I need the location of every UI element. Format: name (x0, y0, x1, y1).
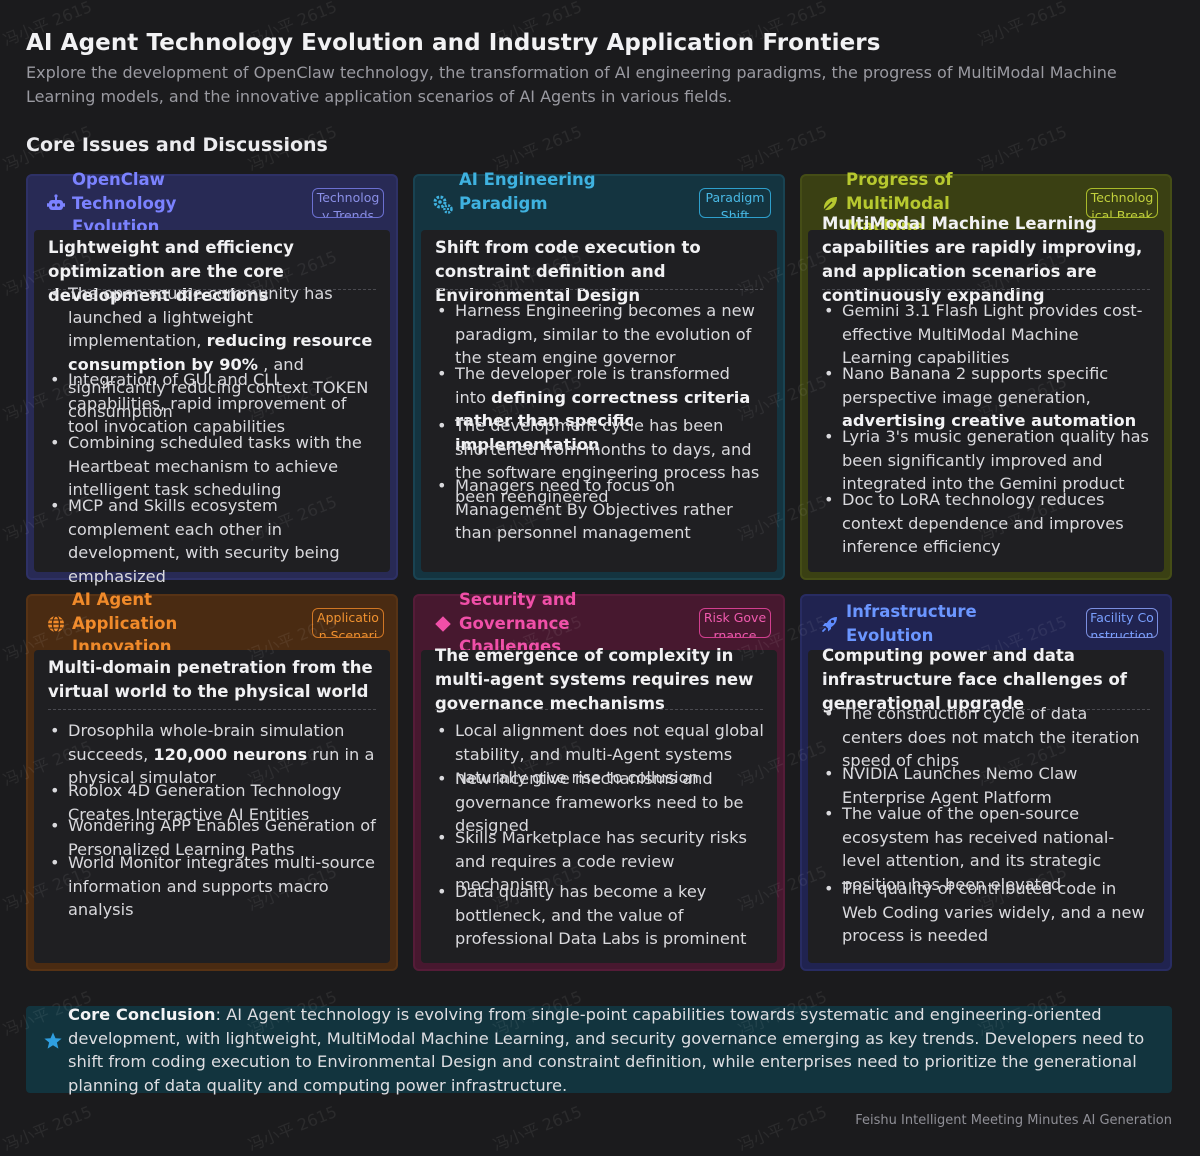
watermark: 冯小平 2615 (735, 122, 830, 175)
card-headline: The emergence of complexity in multi-age… (435, 646, 754, 713)
card-header: Security and Governance Challenges Risk … (415, 590, 783, 652)
card-header: OpenClaw Technology Evolution Technology… (28, 170, 396, 232)
card-tag: Paradigm Shift (699, 188, 771, 218)
watermark: 冯小平 2615 (975, 0, 1070, 50)
card-headline: Multi-domain penetration from the virtua… (48, 658, 373, 701)
card-tag: Application Scenarios (312, 608, 384, 638)
list-item: Doc to LoRA technology reduces context d… (822, 488, 1152, 559)
globe-icon (44, 612, 68, 636)
card-headline: Computing power and data infrastructure … (822, 646, 1127, 713)
page-title: AI Agent Technology Evolution and Indust… (26, 30, 881, 56)
card-body: Multi-domain penetration from the virtua… (34, 650, 390, 963)
card-body: Shift from code execution to constraint … (421, 230, 777, 572)
conclusion-text: Core Conclusion: AI Agent technology is … (68, 1003, 1158, 1097)
card-tag: Technology Trends (312, 188, 384, 218)
footer-credit: Feishu Intelligent Meeting Minutes AI Ge… (855, 1113, 1172, 1128)
conclusion-body: : AI Agent technology is evolving from s… (68, 1005, 1145, 1095)
core-conclusion-banner: Core Conclusion: AI Agent technology is … (26, 1005, 1172, 1095)
list-item: Data quality has become a key bottleneck… (435, 880, 765, 951)
card-header: Infrastructure Evolution Facility Constr… (802, 596, 1170, 652)
watermark: 冯小平 2615 (490, 1102, 585, 1155)
card-header: AI Agent Application Innovation Applicat… (28, 590, 396, 652)
card-infrastructure-evolution: Infrastructure Evolution Facility Constr… (800, 594, 1172, 971)
card-header: AI Engineering Paradigm Paradigm Shift (415, 170, 783, 232)
card-progress-of-multimodal-machine: Progress of MultiModal Machine Technolog… (800, 170, 1172, 580)
list-item: Gemini 3.1 Flash Light provides cost-eff… (822, 299, 1152, 370)
card-body: Computing power and data infrastructure … (808, 646, 1164, 963)
list-item: Drosophila whole-brain simulation succee… (48, 719, 378, 790)
card-body: The emergence of complexity in multi-age… (421, 646, 777, 963)
card-body: Lightweight and efficiency optimization … (34, 230, 390, 586)
divider (435, 289, 763, 290)
star-icon (42, 1030, 64, 1052)
card-ai-engineering-paradigm: AI Engineering Paradigm Paradigm Shift S… (413, 170, 785, 580)
card-title: Progress of MultiModal Machine (846, 170, 953, 230)
leaf-icon (818, 192, 842, 216)
divider (822, 289, 1150, 290)
card-tag: Facility Construction (1086, 608, 1158, 638)
card-title: Security and Governance Challenges (459, 590, 577, 650)
card-ai-agent-application-innovation: AI Agent Application Innovation Applicat… (26, 590, 398, 971)
card-title: AI Agent Application Innovation (72, 590, 178, 650)
list-item: Nano Banana 2 supports specific perspect… (822, 362, 1152, 433)
section-heading: Core Issues and Discussions (26, 134, 328, 156)
page-subtitle: Explore the development of OpenClaw tech… (26, 63, 1117, 106)
card-openclaw-technology-evolution: OpenClaw Technology Evolution Technology… (26, 170, 398, 586)
robot-icon (44, 192, 68, 216)
watermark: 冯小平 2615 (735, 1102, 830, 1155)
list-item: Combining scheduled tasks with the Heart… (48, 431, 378, 502)
card-tag: Technological Breakthrough (1086, 188, 1158, 218)
gears-icon (431, 192, 455, 216)
list-item: World Monitor integrates multi-source in… (48, 851, 378, 922)
list-item: MCP and Skills ecosystem complement each… (48, 494, 378, 588)
card-body: MultiModal Machine Learning capabilities… (808, 214, 1164, 572)
list-item: Lyria 3's music generation quality has b… (822, 425, 1152, 496)
divider (435, 709, 763, 710)
diamond-icon (431, 612, 455, 636)
divider (48, 709, 376, 710)
card-title: AI Engineering Paradigm (459, 170, 596, 213)
list-item: Harness Engineering becomes a new paradi… (435, 299, 765, 370)
card-headline: Shift from code execution to constraint … (435, 238, 701, 305)
rocket-icon (818, 612, 842, 636)
card-tag: Risk Governance (699, 608, 771, 638)
watermark: 冯小平 2615 (0, 1102, 95, 1155)
card-headline: MultiModal Machine Learning capabilities… (822, 214, 1143, 305)
card-header: Progress of MultiModal Machine Technolog… (802, 170, 1170, 232)
watermark: 冯小平 2615 (245, 1102, 340, 1155)
list-item: The quality of contributed code in Web C… (822, 877, 1152, 948)
list-item: Managers need to focus on Management By … (435, 474, 765, 545)
card-title: Infrastructure Evolution (846, 602, 977, 645)
card-security-and-governance-challenges: Security and Governance Challenges Risk … (413, 590, 785, 971)
list-item: Integration of GUI and CLI capabilities,… (48, 368, 378, 439)
conclusion-label: Core Conclusion (68, 1005, 216, 1024)
card-title: OpenClaw Technology Evolution (72, 170, 177, 230)
